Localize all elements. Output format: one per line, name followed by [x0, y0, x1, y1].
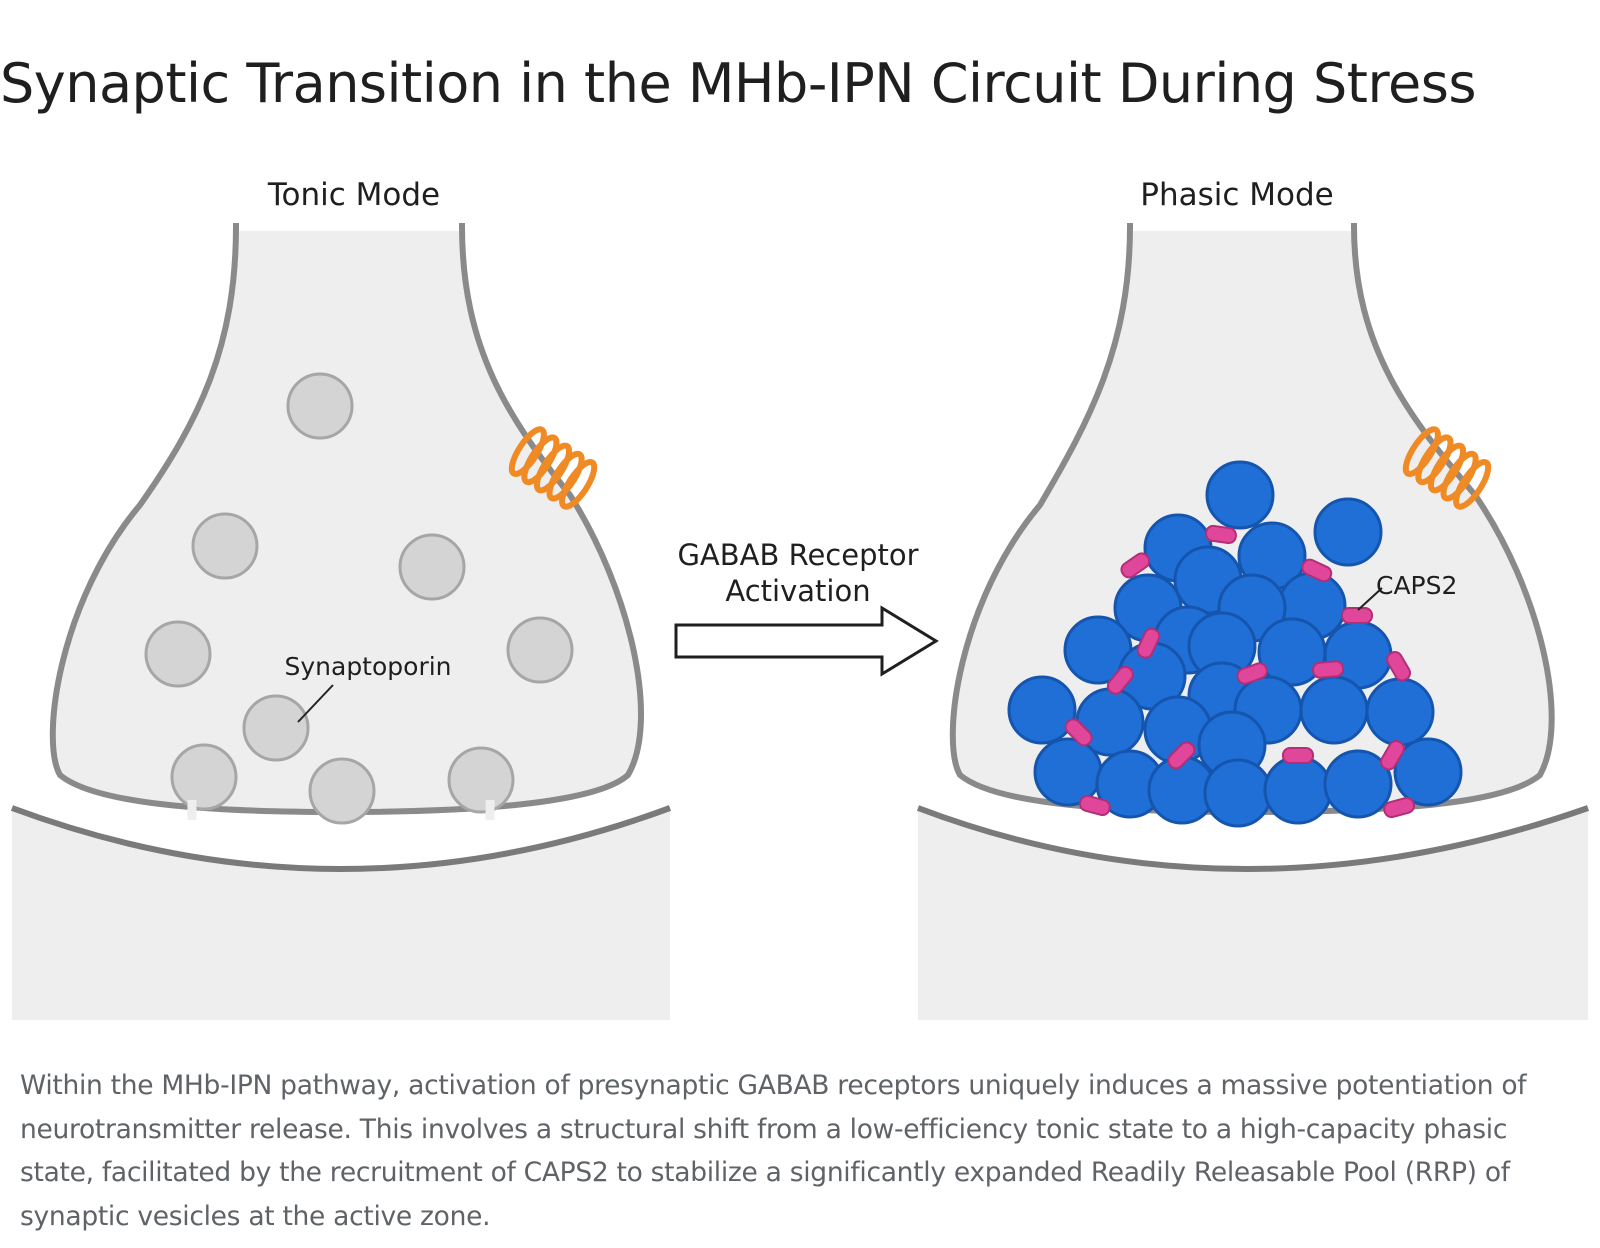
- caps2-protein: [1236, 662, 1268, 685]
- axon-top-mask-left: [239, 215, 459, 231]
- tonic-panel: Tonic Mode Synaptoporin: [10, 177, 672, 1020]
- caps2-protein: [1079, 794, 1111, 817]
- synaptoporin-leader-line: [297, 684, 334, 723]
- postsynaptic-cell-left: [12, 808, 670, 1020]
- phasic-mode-label: Phasic Mode: [1140, 177, 1333, 213]
- vesicle: [447, 746, 515, 814]
- transition-label-line2: Activation: [725, 574, 870, 608]
- gabab-receptor-right: [1402, 426, 1492, 510]
- caps2-protein: [1383, 796, 1415, 819]
- vesicle: [242, 694, 310, 762]
- transition-label-line1: GABAB Receptor: [677, 538, 918, 572]
- presynaptic-terminal-left: [49, 223, 644, 816]
- vesicle: [286, 372, 354, 440]
- caps2-protein: [1341, 607, 1373, 624]
- vesicle: [308, 757, 376, 825]
- transition-arrow: [674, 605, 939, 677]
- synaptoporin-vesicles: [144, 372, 574, 825]
- vesicle: [144, 620, 212, 688]
- vesicle: [191, 512, 259, 580]
- rrp-vesicles: [1007, 460, 1463, 828]
- caps2-leader-line: [1357, 587, 1383, 611]
- vesicle: [1033, 737, 1103, 807]
- caps2-label: CAPS2: [1376, 571, 1457, 600]
- caps2-protein: [1282, 747, 1314, 764]
- gabab-receptor-left: [508, 426, 598, 510]
- postsynaptic-cell-right: [918, 808, 1588, 1020]
- caps2-protein: [1386, 651, 1411, 682]
- fusion-pores: [187, 800, 495, 820]
- page-title: Synaptic Transition in the MHb-IPN Circu…: [0, 52, 1476, 115]
- tonic-mode-label: Tonic Mode: [267, 177, 440, 213]
- caps2-protein: [1167, 741, 1196, 770]
- vesicle: [1393, 737, 1463, 807]
- vesicle: [170, 743, 238, 811]
- postsynaptic-membrane-left: [10, 805, 672, 872]
- caps2-protein: [1301, 558, 1333, 583]
- vesicle: [1007, 675, 1077, 745]
- caps2-protein: [1312, 660, 1345, 679]
- caps2-protein: [1120, 552, 1151, 579]
- caps2-protein: [1380, 740, 1405, 771]
- vesicle: [1365, 677, 1435, 747]
- vesicle: [506, 616, 574, 684]
- caps2-protein: [1136, 627, 1161, 659]
- vesicle: [1263, 755, 1333, 825]
- vesicle: [1203, 758, 1273, 828]
- figure-caption: Within the MHb-IPN pathway, activation o…: [20, 1070, 1527, 1232]
- vesicle: [1313, 497, 1383, 567]
- caps2-proteins: [1064, 524, 1415, 819]
- caps2-protein: [1106, 665, 1134, 695]
- caps2-protein: [1064, 718, 1093, 747]
- axon-top-mask-right: [1133, 215, 1351, 231]
- synapse-diagram: Tonic Mode Synaptoporin GABAB Receptor A…: [10, 177, 1589, 1020]
- vesicle: [1205, 460, 1275, 530]
- vesicle: [1323, 749, 1393, 819]
- vesicle: [398, 533, 466, 601]
- phasic-panel: Phasic Mode CAPS2: [916, 177, 1589, 1020]
- transition-arrow-group: GABAB Receptor Activation: [674, 538, 939, 677]
- vesicle: [1299, 675, 1369, 745]
- caps2-protein: [1204, 524, 1237, 545]
- postsynaptic-membrane-right: [916, 805, 1589, 872]
- synaptoporin-label: Synaptoporin: [284, 652, 451, 681]
